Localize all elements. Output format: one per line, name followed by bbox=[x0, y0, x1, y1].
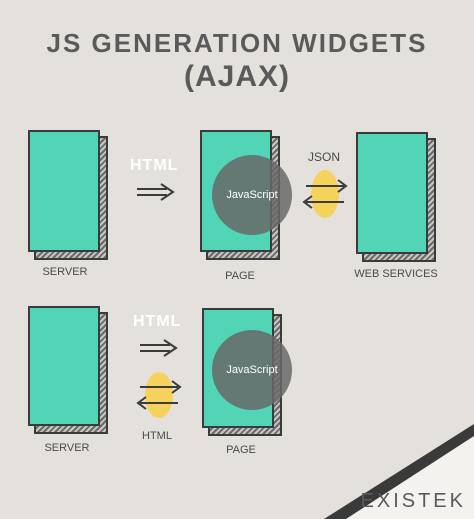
javascript-badge-bottom: JavaScript bbox=[212, 330, 292, 410]
right-arrow-icon bbox=[140, 339, 178, 357]
html-data-icon bbox=[145, 372, 173, 418]
page-label-bottom: PAGE bbox=[226, 444, 256, 456]
html-label-bottom-top: HTML bbox=[133, 313, 182, 330]
page-label-top: PAGE bbox=[225, 270, 255, 282]
web-services-device bbox=[356, 132, 436, 262]
brand-logo: EXISTEK bbox=[360, 490, 466, 512]
diagram-subtitle: (AJAX) bbox=[183, 60, 290, 93]
diagram-title: JS GENERATION WIDGETS bbox=[46, 28, 428, 58]
html-label-bottom-bottom: HTML bbox=[142, 430, 172, 442]
json-data-icon bbox=[311, 170, 339, 218]
web-services-label: WEB SERVICES bbox=[354, 268, 438, 280]
server-label-top: SERVER bbox=[42, 266, 88, 278]
server-device-top bbox=[28, 130, 108, 260]
html-label-top: HTML bbox=[130, 157, 179, 174]
exchange-arrows-icon bbox=[302, 179, 348, 209]
json-label: JSON bbox=[308, 150, 341, 164]
exchange-arrows-icon bbox=[136, 380, 182, 410]
server-label-bottom: SERVER bbox=[44, 442, 90, 454]
corner-decoration bbox=[324, 424, 474, 519]
javascript-badge-top: JavaScript bbox=[212, 155, 292, 235]
server-device-bottom bbox=[28, 306, 108, 434]
right-arrow-icon bbox=[137, 183, 175, 201]
